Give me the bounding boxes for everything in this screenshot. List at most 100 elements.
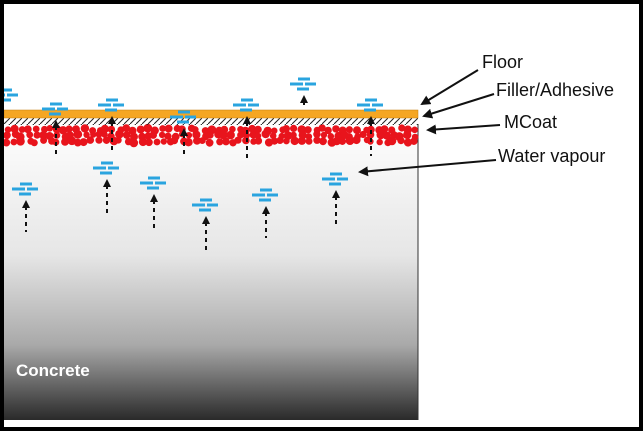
mcoat-particle xyxy=(376,138,383,146)
mcoat-particle xyxy=(366,131,375,139)
water-vapour-icon xyxy=(290,77,316,91)
dashed-up-arrow-icon xyxy=(52,120,60,156)
mcoat-particle xyxy=(90,131,97,138)
mcoat-particle xyxy=(198,137,206,145)
mcoat-particle xyxy=(205,138,214,147)
mcoat-particle xyxy=(10,138,18,146)
mcoat-particle xyxy=(128,126,137,135)
mcoat-particle xyxy=(136,125,145,134)
mcoat-particle xyxy=(398,124,406,132)
mcoat-particle xyxy=(254,125,262,134)
water-vapour-icon xyxy=(93,161,119,175)
dashed-up-arrow-icon xyxy=(243,116,251,160)
mcoat-particle xyxy=(16,137,25,146)
mcoat-particle xyxy=(242,136,250,145)
mcoat-particle xyxy=(160,138,167,145)
mcoat-particle xyxy=(376,130,386,140)
mcoat-particle xyxy=(380,125,389,133)
mcoat-particle xyxy=(65,125,73,133)
mcoat-particle xyxy=(192,130,201,139)
water-vapour-icon xyxy=(252,188,278,202)
filler-adhesive-layer xyxy=(4,118,418,125)
mcoat-particle xyxy=(216,138,224,146)
mcoat-particle xyxy=(185,132,193,139)
mcoat-particle xyxy=(159,125,167,132)
mcoat-particle xyxy=(324,126,332,135)
mcoat-particle xyxy=(403,138,413,147)
dashed-up-arrow-icon xyxy=(300,95,308,108)
water-vapour-icon xyxy=(192,198,218,212)
mcoat-particle xyxy=(261,129,270,139)
floor-leader-arrow xyxy=(420,69,479,106)
water-vapour-group xyxy=(4,77,383,254)
mcoat-particle xyxy=(327,133,335,140)
mcoat-particle xyxy=(313,130,321,138)
mcoat-particle xyxy=(61,138,69,146)
dashed-up-arrow-icon xyxy=(332,190,340,226)
mcoat-particle xyxy=(39,131,48,140)
mcoat-particle xyxy=(397,137,405,145)
mcoat-particle xyxy=(234,136,242,144)
mcoat-particle xyxy=(33,131,41,139)
mcoat-particle xyxy=(79,138,88,147)
mcoat-particle xyxy=(101,131,108,138)
mcoat-particle xyxy=(30,139,38,147)
mcoat-leader-arrow xyxy=(426,124,501,135)
mcoat-particle xyxy=(153,138,161,146)
mcoat-particle xyxy=(319,137,327,146)
mcoat-particle xyxy=(271,127,278,134)
mcoat-particle xyxy=(269,132,277,140)
mcoat-particle xyxy=(270,137,279,145)
dashed-up-arrow-icon xyxy=(367,116,375,156)
mcoat-particle xyxy=(107,125,116,134)
mcoat-particle xyxy=(353,126,361,135)
mcoat-particle xyxy=(149,131,157,139)
mcoat-particle xyxy=(345,136,355,145)
dashed-up-arrow-icon xyxy=(103,179,111,214)
mcoat-particle xyxy=(219,131,228,140)
mcoat-particle xyxy=(313,136,321,144)
mcoat-particle xyxy=(129,138,139,148)
water-vapour-icon xyxy=(98,98,124,112)
mcoat-particle xyxy=(143,123,153,133)
mcoat-particle xyxy=(283,137,290,145)
mcoat-particle xyxy=(290,124,298,132)
mcoat-particle xyxy=(138,137,148,147)
concrete-label: Concrete xyxy=(16,361,90,380)
mcoat-particle xyxy=(4,138,11,147)
mcoat-particle xyxy=(158,131,166,139)
mcoat-particle xyxy=(145,138,153,147)
concrete-slab xyxy=(4,120,418,420)
mcoat-particle xyxy=(318,124,326,132)
floor-layer xyxy=(4,109,419,119)
mcoat-particle xyxy=(345,126,353,134)
dashed-up-arrow-icon xyxy=(262,206,270,238)
mcoat-particle xyxy=(170,136,179,145)
mcoat-particle xyxy=(40,136,48,144)
filler-leader-arrow xyxy=(422,93,495,119)
mcoat-particle xyxy=(276,136,284,144)
mcoat-particle xyxy=(23,125,32,134)
diagram-stage: Floor Filler/Adhesive MCoat Water vapour… xyxy=(4,4,639,427)
mcoat-particle xyxy=(4,131,11,140)
mcoat-particle xyxy=(73,138,82,147)
mcoat-particle xyxy=(130,132,138,141)
mcoat-particle xyxy=(95,130,103,138)
mcoat-particle xyxy=(122,124,131,132)
water-vapour-leader-arrow xyxy=(358,159,497,177)
mcoat-particle xyxy=(304,126,312,134)
mcoat-particle xyxy=(46,125,54,132)
mcoat-particle xyxy=(290,131,297,139)
mcoat-particle xyxy=(164,124,173,133)
mcoat-particle xyxy=(352,135,361,145)
mcoat-particle xyxy=(58,126,68,135)
water-vapour-icon xyxy=(140,176,166,190)
water-vapour-icon xyxy=(4,88,18,102)
mcoat-particle xyxy=(115,129,124,139)
mcoat-particle xyxy=(80,124,90,133)
mcoat-particle xyxy=(222,137,230,146)
water-vapour-icon xyxy=(322,172,348,186)
dashed-up-arrow-icon xyxy=(202,216,210,254)
mcoat-particle xyxy=(382,131,392,140)
mcoat-particle xyxy=(297,136,306,145)
